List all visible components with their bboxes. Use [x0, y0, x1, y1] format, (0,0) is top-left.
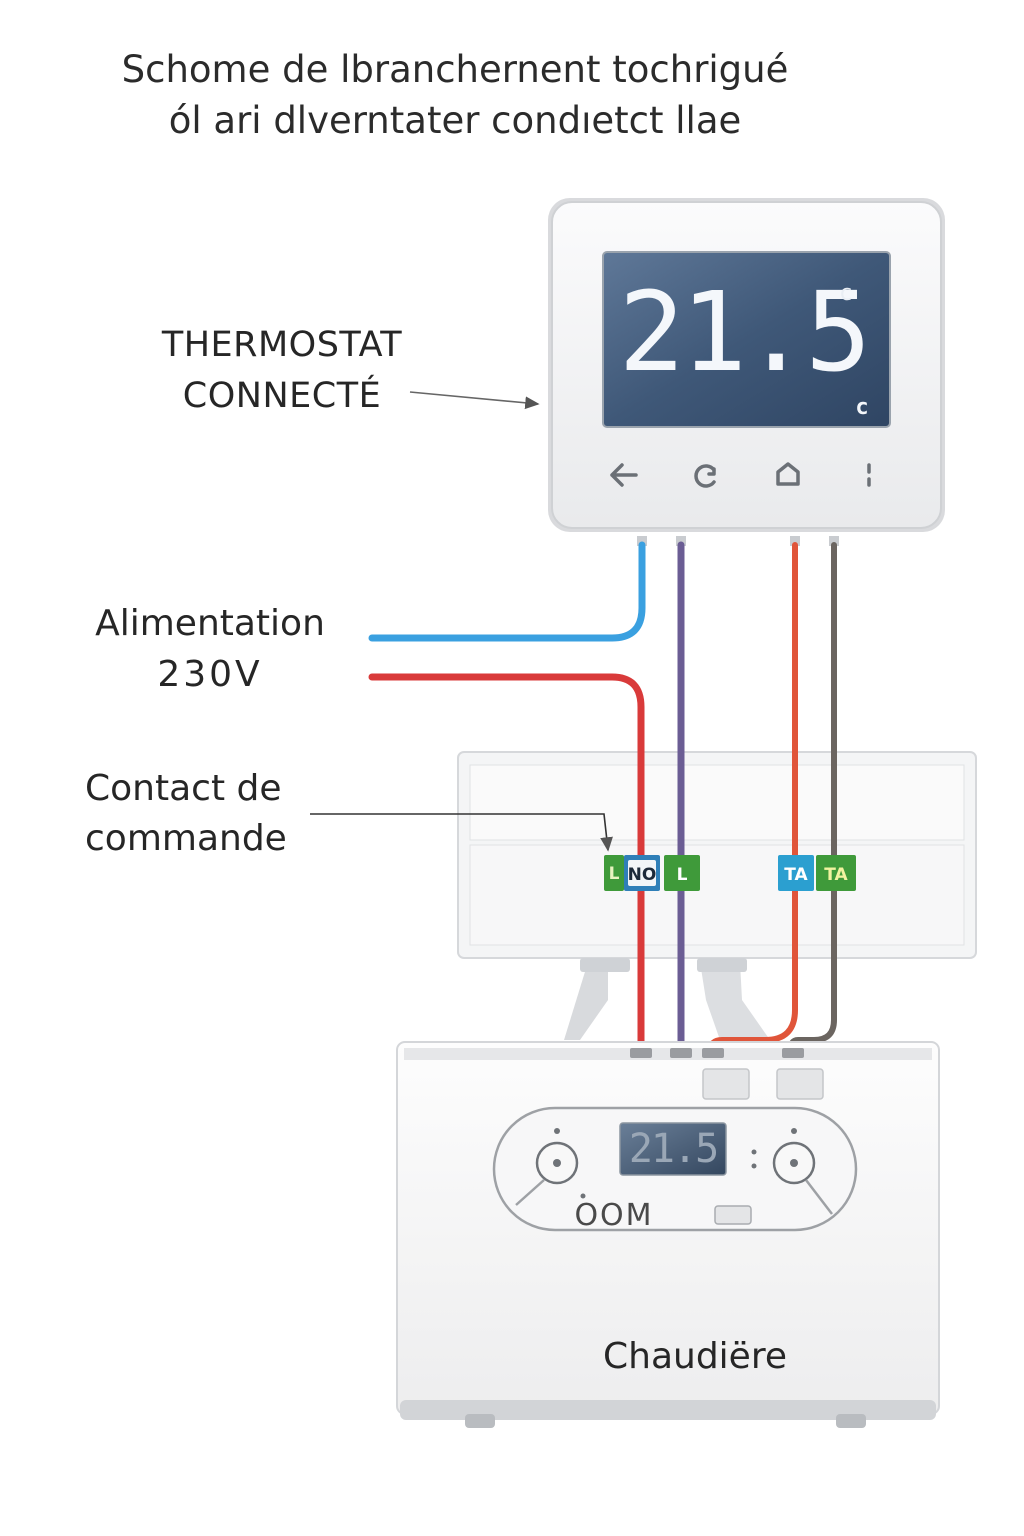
svg-text:TA: TA [824, 865, 848, 885]
power-label-line1: Alimentation [95, 603, 325, 644]
wire-blue [368, 541, 646, 642]
svg-text:L: L [677, 865, 688, 885]
svg-text:TA: TA [784, 865, 808, 885]
home-icon[interactable] [776, 462, 800, 486]
boiler-connector-button-left[interactable] [702, 1068, 750, 1100]
terminal-ta-left[interactable]: TA [778, 855, 814, 891]
wire-red [368, 673, 645, 1059]
boiler-indicator-dot [580, 1193, 586, 1199]
thermostat-label-line1: THERMOSTAT [161, 325, 402, 365]
thermostat-screen [602, 251, 891, 428]
svg-text:L: L [609, 864, 620, 884]
svg-text:NO: NO [628, 865, 657, 885]
contact-label-line1: Contact de [85, 768, 282, 809]
back-arrow-icon[interactable] [610, 463, 638, 487]
terminal-block: L NO L TA TA [604, 855, 856, 891]
thermostat-unit: c [840, 281, 852, 306]
boiler-display [619, 1122, 727, 1176]
boiler-knob-left[interactable] [515, 1128, 579, 1206]
thermostat-temperature: 21.5 [619, 268, 868, 396]
contact-label-line2: commande [85, 818, 287, 859]
contact-pointer-line [310, 813, 613, 852]
boiler-indicator-dot [751, 1149, 757, 1155]
thermostat-label-line2: CONNECTÉ [183, 374, 381, 416]
terminal-l-right[interactable]: L [664, 855, 700, 891]
boiler-label: Chaudiëre [603, 1336, 787, 1377]
boiler-connector-button-right[interactable] [776, 1068, 824, 1100]
boiler-knob-right[interactable] [772, 1128, 833, 1215]
power-label-line2: 230V [157, 654, 262, 695]
relay-module [457, 751, 977, 1040]
terminal-no[interactable]: NO [624, 855, 660, 891]
terminal-ta-right[interactable]: TA [816, 855, 856, 891]
terminal-l-left[interactable]: L [604, 855, 624, 891]
thermostat-device: 21.5 c c [548, 198, 945, 546]
boiler-mode-button[interactable] [714, 1205, 752, 1225]
boiler-display-value: 21.5 [629, 1126, 717, 1172]
boiler: 21.5 OOM Chaudiëre [396, 1041, 940, 1428]
diagram-title-line2: ól ari dlverntater condıetct llae [169, 99, 742, 142]
thermostat-mode-glyph: c [855, 395, 868, 420]
boiler-indicator-dot [751, 1163, 757, 1169]
boiler-mode-label: OOM [574, 1198, 653, 1233]
thermostat-pointer-line [409, 391, 540, 410]
refresh-icon[interactable] [694, 464, 716, 488]
diagram-title-line1: Schome de lbranchernent tochrigué [122, 48, 789, 91]
